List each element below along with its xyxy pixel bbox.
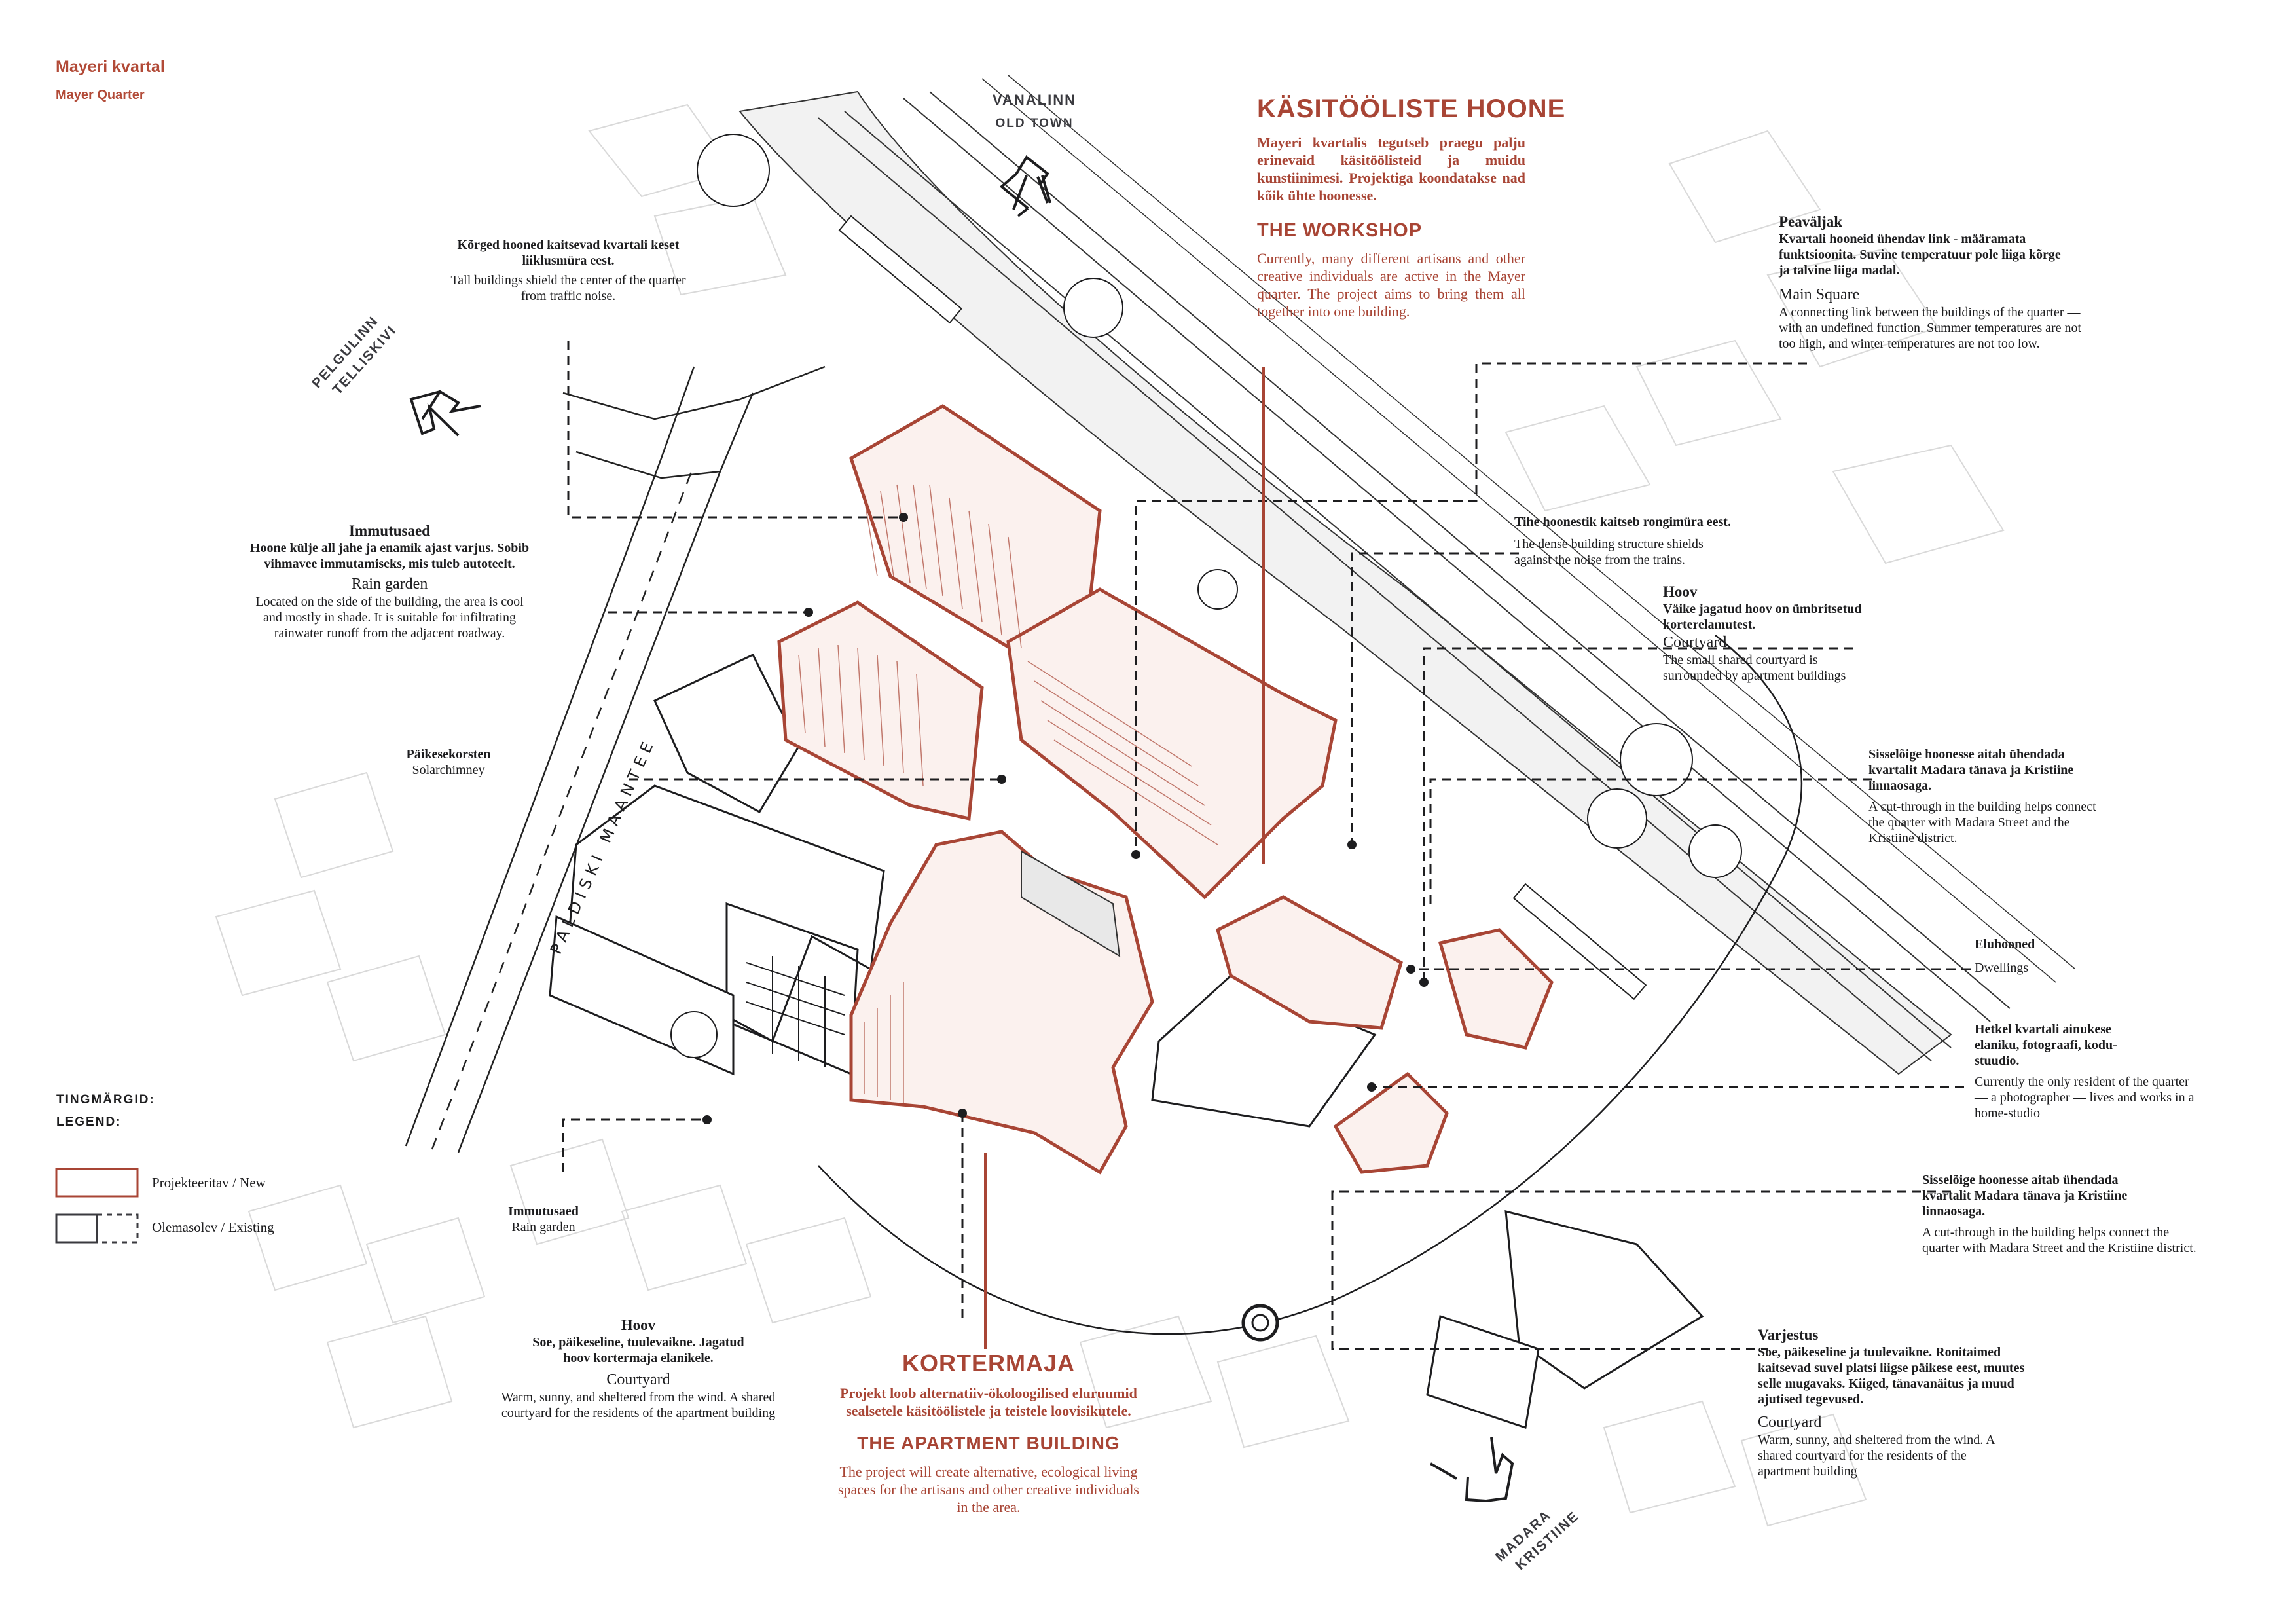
paldiski-road bbox=[405, 365, 826, 1153]
annotation-text-en: A connecting link between the buildings … bbox=[1779, 305, 2082, 351]
apartment-text-en: The project will create alternative, eco… bbox=[837, 1464, 1139, 1515]
annotation-photographer: Hetkel kvartali ainukese elaniku, fotogr… bbox=[1975, 1022, 2223, 1121]
annotation-heading-en: Solarchimney bbox=[412, 763, 485, 777]
legend-item-new: Projekteeritav / New bbox=[152, 1175, 266, 1190]
sun-path-arc bbox=[818, 635, 1803, 1335]
annotation-traffic-noise: Kõrged hooned kaitsevad kvartali keset l… bbox=[437, 237, 699, 304]
leader-lines bbox=[562, 341, 1971, 1350]
annotation-rain-garden-bottom: Immutusaed Rain garden bbox=[478, 1204, 609, 1235]
annotation-text-et: Sisselõige hoonesse aitab ühendada kvart… bbox=[1868, 747, 2074, 793]
annotation-courtyard-apartment: Hoov Soe, päikeseline, tuulevaikne. Jaga… bbox=[494, 1316, 782, 1421]
legend: TINGMÄRGID: LEGEND: bbox=[56, 1089, 155, 1134]
annotation-heading-et: Eluhooned bbox=[1975, 937, 2035, 951]
direction-old-town: VANALINN OLD TOWN bbox=[985, 92, 1084, 131]
annotation-text-et: Soe, päikeseline, tuulevaikne. Jagatud h… bbox=[532, 1335, 744, 1365]
annotation-text-en: A cut-through in the building helps conn… bbox=[1868, 800, 2096, 845]
workshop-title-en: THE WORKSHOP bbox=[1257, 220, 1423, 241]
annotation-text-et: Tihe hoonestik kaitseb rongimüra eest. bbox=[1514, 515, 1731, 529]
annotation-heading-et: Päikesekorsten bbox=[406, 747, 491, 762]
annotation-train-noise: Tihe hoonestik kaitseb rongimüra eest. T… bbox=[1514, 514, 1789, 568]
annotation-heading-et: Varjestus bbox=[1758, 1327, 1819, 1343]
annotation-text-et: Hetkel kvartali ainukese elaniku, fotogr… bbox=[1975, 1022, 2117, 1068]
annotation-text-en: The small shared courtyard is surrounded… bbox=[1663, 653, 1846, 683]
annotation-text-et: Soe, päikeseline ja tuulevaikne. Ronitai… bbox=[1758, 1345, 2025, 1407]
annotation-heading-en: Rain garden bbox=[511, 1220, 575, 1234]
apartment-title-et: KORTERMAJA bbox=[902, 1350, 1075, 1376]
workshop-text-et: Mayeri kvartalis tegutseb praegu palju e… bbox=[1257, 134, 1525, 204]
glass-atrium bbox=[1021, 850, 1121, 957]
legend-swatch-existing bbox=[55, 1213, 98, 1244]
annotation-heading-en: Dwellings bbox=[1975, 961, 2029, 975]
annotation-text-en: Warm, sunny, and sheltered from the wind… bbox=[1758, 1433, 1995, 1479]
annotation-heading-en: Courtyard bbox=[1758, 1414, 1822, 1431]
page-title: Mayeri kvartal bbox=[56, 58, 165, 76]
background-buildings bbox=[215, 103, 2005, 1527]
annotation-text-en: Warm, sunny, and sheltered from the wind… bbox=[501, 1390, 776, 1420]
workshop-building bbox=[1006, 587, 1338, 900]
annotation-text-en: Currently the only resident of the quart… bbox=[1975, 1075, 2195, 1120]
annotation-main-square: Peaväljak Kvartali hooneid ühendav link … bbox=[1779, 213, 2093, 352]
annotation-text-en: The dense building structure shields aga… bbox=[1514, 537, 1704, 567]
apartment-building bbox=[849, 830, 1154, 1175]
annotation-heading-en: Main Square bbox=[1779, 286, 1860, 303]
annotation-heading-en: Courtyard bbox=[1663, 634, 1727, 651]
leader-dots bbox=[702, 513, 1429, 1124]
annotation-rain-garden-top: Immutusaed Hoone külje all jahe ja enami… bbox=[246, 522, 534, 641]
annotation-heading-et: Peaväljak bbox=[1779, 213, 1843, 230]
legend-title-en: LEGEND: bbox=[56, 1115, 122, 1129]
annotation-shelter: Varjestus Soe, päikeseline ja tuulevaikn… bbox=[1758, 1326, 2059, 1479]
legend-title-et: TINGMÄRGID: bbox=[56, 1093, 155, 1107]
new-building-hatching bbox=[798, 484, 1218, 1103]
annotation-text-et: Kvartali hooneid ühendav link - määramat… bbox=[1779, 232, 2061, 278]
direction-label-en: OLD TOWN bbox=[995, 117, 1074, 130]
annotation-heading-en: Courtyard bbox=[606, 1371, 670, 1388]
apartment-title-en: THE APARTMENT BUILDING bbox=[857, 1433, 1120, 1453]
trees bbox=[670, 134, 1742, 1058]
sun-icon bbox=[1241, 1304, 1279, 1342]
workshop-title-et: KÄSITÖÖLISTE HOONE bbox=[1257, 94, 1566, 123]
legend-swatch-existing-dashed bbox=[96, 1213, 139, 1244]
annotation-text-et: Hoone külje all jahe ja enamik ajast var… bbox=[249, 541, 530, 571]
annotation-cut-through-2: Sisselõige hoonesse aitab ühendada kvart… bbox=[1922, 1172, 2210, 1256]
annotation-heading-et: Hoov bbox=[621, 1317, 656, 1333]
apartment-block: KORTERMAJA Projekt loob alternatiiv-ökol… bbox=[812, 1349, 1165, 1516]
annotation-text-et: Kõrged hooned kaitsevad kvartali keset l… bbox=[457, 238, 680, 268]
annotation-text-en: Tall buildings shield the center of the … bbox=[450, 273, 686, 303]
existing-windows bbox=[746, 956, 845, 1067]
annotation-solar-chimney: Päikesekorsten Solarchimney bbox=[393, 747, 504, 778]
legend-item-existing: Olemasolev / Existing bbox=[152, 1219, 274, 1235]
annotation-heading-et: Immutusaed bbox=[349, 523, 430, 539]
workshop-text-en: Currently, many different artisans and o… bbox=[1257, 250, 1525, 320]
annotation-heading-en: Rain garden bbox=[351, 576, 428, 593]
annotation-courtyard-small: Hoov Väike jagatud hoov on ümbritsetud k… bbox=[1663, 583, 1938, 684]
apartment-text-et: Projekt loob alternatiiv-ökoloogilised e… bbox=[840, 1385, 1137, 1419]
annotation-text-et: Sisselõige hoonesse aitab ühendada kvart… bbox=[1922, 1173, 2128, 1219]
annotation-heading-et: Hoov bbox=[1663, 583, 1698, 600]
arrow-up-left-icon bbox=[409, 390, 481, 437]
legend-swatch-new bbox=[55, 1168, 139, 1198]
train-icon bbox=[838, 215, 962, 324]
arrow-up-icon bbox=[999, 155, 1049, 217]
annotation-cut-through-1: Sisselõige hoonesse aitab ühendada kvart… bbox=[1868, 747, 2117, 846]
direction-label-et: VANALINN bbox=[992, 92, 1077, 108]
annotation-text-et: Väike jagatud hoov on ümbritsetud korter… bbox=[1663, 602, 1862, 632]
annotation-text-en: A cut-through in the building helps conn… bbox=[1922, 1225, 2196, 1255]
page-subtitle: Mayer Quarter bbox=[56, 88, 145, 102]
arrow-down-icon bbox=[1430, 1437, 1514, 1503]
railway bbox=[738, 75, 2076, 1075]
workshop-block: KÄSITÖÖLISTE HOONE Mayeri kvartalis tegu… bbox=[1257, 93, 1597, 320]
train-icon bbox=[1512, 883, 1647, 1001]
annotation-text-en: Located on the side of the building, the… bbox=[255, 595, 524, 640]
annotation-heading-et: Immutusaed bbox=[508, 1204, 579, 1219]
annotation-dwellings: Eluhooned Dwellings bbox=[1975, 936, 2105, 976]
